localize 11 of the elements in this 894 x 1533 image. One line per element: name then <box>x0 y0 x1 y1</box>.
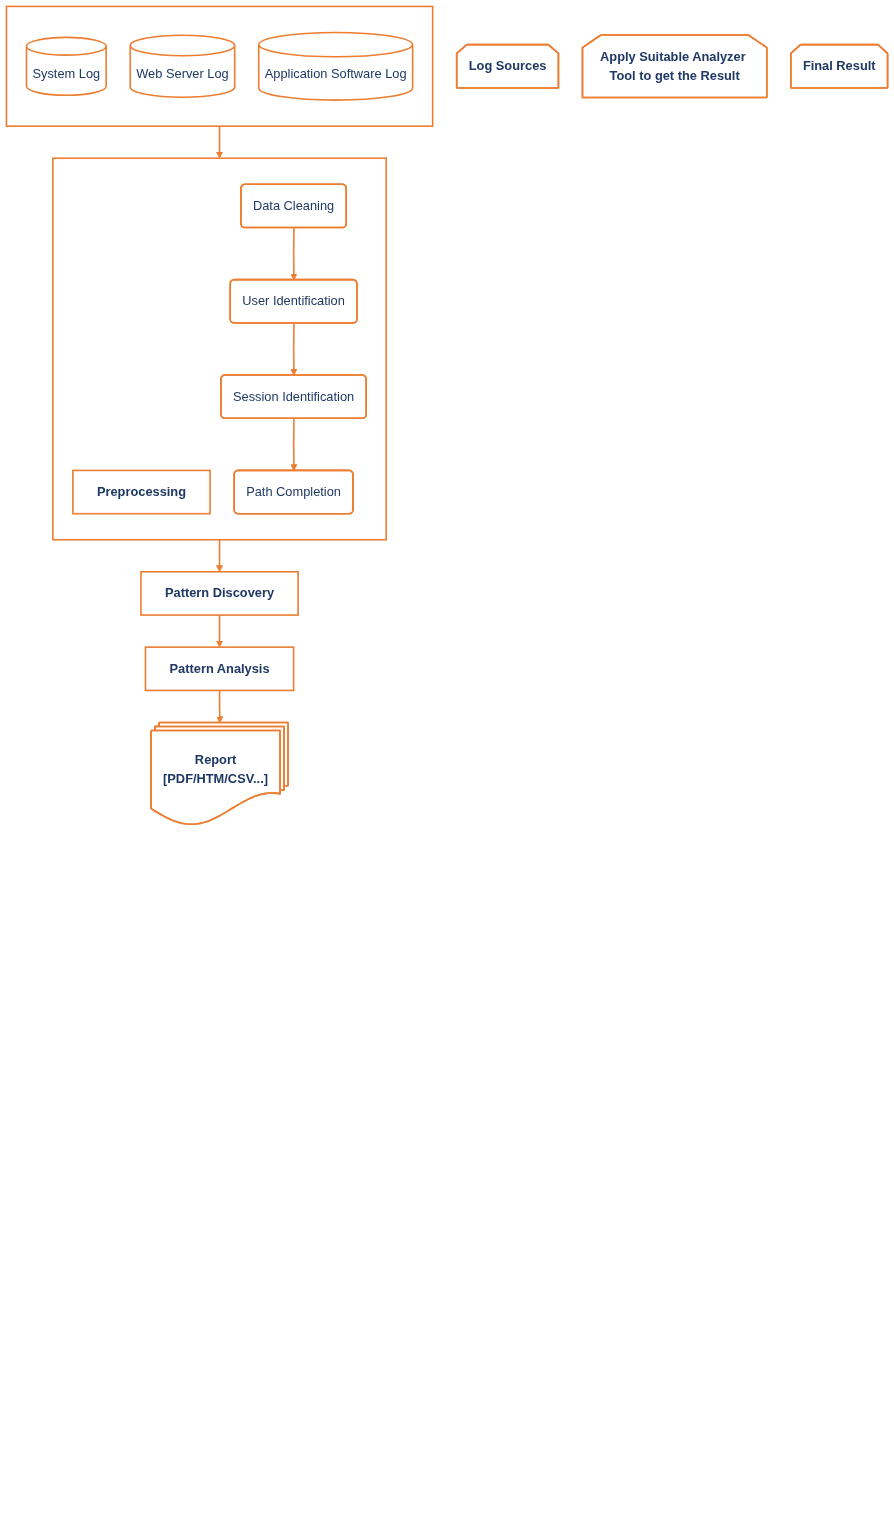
arrow <box>290 227 298 281</box>
arrow <box>216 538 224 573</box>
cluster <box>5 5 434 127</box>
node-box: Pattern Analysis <box>144 646 295 692</box>
arrow <box>290 322 298 376</box>
cluster <box>52 157 387 541</box>
arrow <box>216 614 224 648</box>
node-box: Preprocessing <box>72 469 211 515</box>
node-box: Pattern Discovery <box>140 571 299 616</box>
arrow <box>216 125 224 159</box>
arrow <box>290 417 298 472</box>
